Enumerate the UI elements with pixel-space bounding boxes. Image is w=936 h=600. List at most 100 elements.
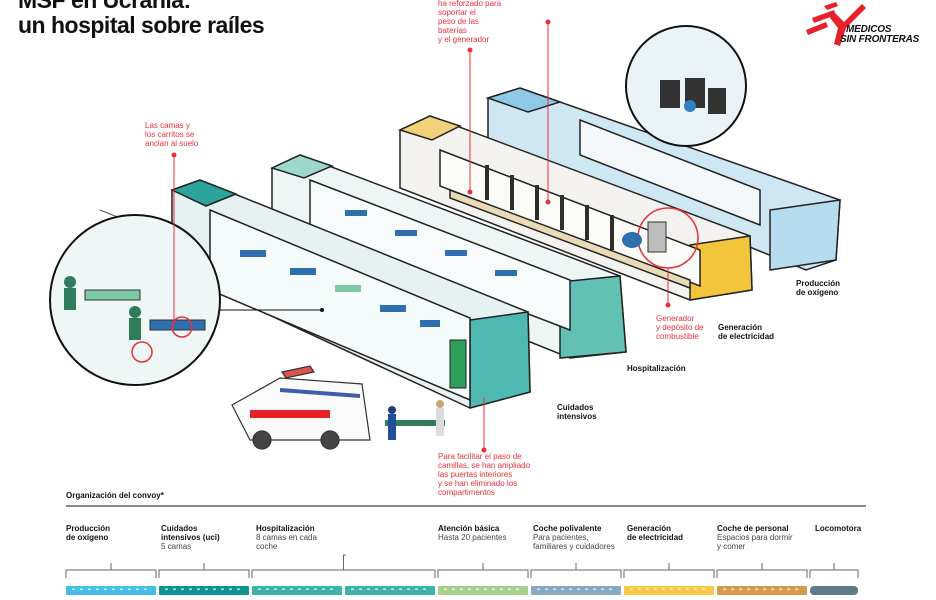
convoy-car-window (747, 588, 750, 590)
convoy-car-window (492, 588, 495, 590)
annotation-generator-line: combustible (656, 332, 699, 341)
convoy-item-detail: Espacios para dormir (717, 533, 793, 542)
convoy-car-window (545, 588, 548, 590)
convoy-item-heading: Atención básica (438, 524, 500, 533)
convoy-car-window (537, 588, 540, 590)
convoy-car-window (678, 588, 681, 590)
annotation-leaders (171, 19, 671, 453)
convoy-car-window (96, 588, 99, 590)
convoy-car-window (322, 588, 325, 590)
convoy-divider (66, 505, 866, 507)
convoy-item-heading: Hospitalización (256, 524, 315, 533)
convoy-car-window (221, 588, 224, 590)
annotation-doors: Para facilitar el paso de camillas, se h… (438, 452, 530, 497)
convoy-car (531, 586, 621, 595)
convoy-car-window (399, 588, 402, 590)
convoy-bracket (623, 569, 715, 578)
convoy-car-window (383, 588, 386, 590)
convoy-bracket (716, 569, 808, 578)
label-line: intensivos (557, 412, 597, 421)
convoy-bracket (158, 569, 250, 578)
annotation-beds-line: los carritos se (145, 130, 195, 139)
convoy-car-window (630, 588, 633, 590)
convoy-item-heading: de electricidad (627, 533, 684, 542)
convoy-car-window (500, 588, 503, 590)
convoy-car-window (795, 588, 798, 590)
convoy-item-heading: Coche de personal (717, 524, 789, 533)
label-line: Generación (718, 323, 763, 332)
battery-racks (485, 165, 614, 250)
convoy-car-window (391, 588, 394, 590)
annotation-doors-line: camillas, se han ampliado (438, 461, 531, 470)
annotation-beds-line: Las camas y (145, 121, 190, 130)
convoy-item-label: Locomotora (815, 524, 861, 533)
convoy-car-window (80, 588, 83, 590)
convoy-car-window (646, 588, 649, 590)
convoy-bracket (437, 569, 529, 578)
ambulance (231, 365, 371, 450)
convoy-item-heading: Coche polivalente (533, 524, 602, 533)
annotation-floor-line: y el generador (438, 35, 490, 44)
title-line-1: MSF en Ucrania: (18, 0, 191, 13)
hospitalization-beds (345, 210, 517, 276)
annotation-floor-line: peso de las (438, 17, 479, 26)
annotation-beds-line: anclan al suelo (145, 139, 199, 148)
annotation-floor-line: soportar el (438, 8, 476, 17)
car-oxygen (485, 87, 841, 271)
title-line-2: un hospital sobre raíles (18, 12, 265, 38)
convoy-car-window (189, 588, 192, 590)
convoy-car-window (662, 588, 665, 590)
convoy-item-heading: intensivos (uci) (161, 533, 220, 542)
convoy-car-window (444, 588, 447, 590)
convoy-bracket (809, 569, 859, 578)
annotation-doors-line: Para facilitar el paso de (438, 452, 522, 461)
page-title: MSF en Ucrania: un hospital sobre raíles (18, 0, 265, 38)
convoy-car-window (763, 588, 766, 590)
convoy-car-window (112, 588, 115, 590)
convoy-car-window (144, 588, 147, 590)
convoy-car-window (771, 588, 774, 590)
convoy-car-window (407, 588, 410, 590)
convoy-car-window (577, 588, 580, 590)
convoy-car-window (120, 588, 123, 590)
convoy-car-window (516, 588, 519, 590)
convoy-car-window (638, 588, 641, 590)
convoy-car-window (181, 588, 184, 590)
annotation-doors-line: compartimentos (438, 488, 495, 497)
logo-line-2: SIN FRONTERAS (840, 34, 920, 45)
convoy-car-window (330, 588, 333, 590)
annotation-doors-line: y se han eliminado los (438, 479, 518, 488)
convoy-car-window (306, 588, 309, 590)
label-hospitalization-car: Hospitalización (627, 364, 686, 373)
annotation-generator-line: y depósito de (656, 323, 704, 332)
label-oxygen-car: Producción de oxígeno (796, 279, 840, 297)
convoy-car-window (282, 588, 285, 590)
convoy-car-window (609, 588, 612, 590)
train-illustration (49, 19, 841, 453)
convoy-bracket (251, 569, 436, 578)
convoy-car-window (415, 588, 418, 590)
convoy-car-window (351, 588, 354, 590)
convoy-car-window (165, 588, 168, 590)
convoy-car-window (375, 588, 378, 590)
convoy-item-detail: coche (256, 542, 278, 551)
convoy-item-heading: Cuidados (161, 524, 198, 533)
convoy-car-window (779, 588, 782, 590)
label-electricity-car: Generación de electricidad (718, 323, 774, 341)
label-line: de electricidad (718, 332, 775, 341)
convoy-car-window (787, 588, 790, 590)
icu-beds (240, 250, 440, 327)
convoy-car (438, 586, 528, 595)
convoy-car-window (553, 588, 556, 590)
convoy-locomotive (810, 586, 858, 595)
convoy-item-detail: familiares y cuidadores (533, 542, 615, 551)
convoy-car-window (213, 588, 216, 590)
car-generator (397, 115, 753, 301)
convoy-car-window (229, 588, 232, 590)
convoy-item-heading: Locomotora (815, 524, 862, 533)
convoy-item-heading: Producción (66, 524, 111, 533)
